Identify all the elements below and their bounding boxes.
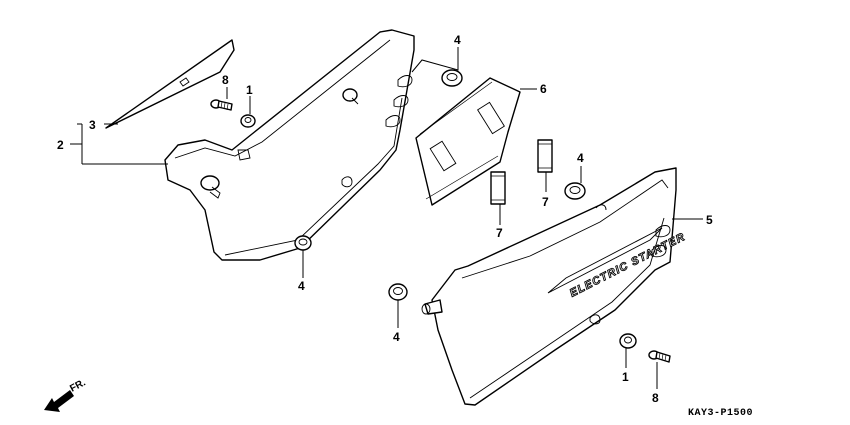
front-direction-label: FR. bbox=[68, 377, 88, 394]
callout-4-mid: 4 bbox=[577, 151, 584, 165]
callout-6: 6 bbox=[540, 82, 547, 96]
grommet-left-part bbox=[294, 235, 312, 251]
leader-lines bbox=[70, 47, 703, 389]
right-cover-front-pin bbox=[421, 299, 443, 315]
callout-4-top: 4 bbox=[454, 33, 461, 47]
diagram-code: KAY3-P1500 bbox=[688, 408, 753, 419]
callout-2: 2 bbox=[57, 138, 64, 152]
bolt-bottom-part bbox=[648, 350, 671, 363]
cover-sheet-part bbox=[415, 77, 521, 206]
callout-5: 5 bbox=[706, 213, 713, 227]
left-cover-rear-pin bbox=[342, 88, 359, 105]
grommet-lower-part bbox=[388, 283, 408, 301]
callout-8-top: 8 bbox=[222, 73, 229, 87]
collar-bottom-part bbox=[619, 333, 637, 349]
decal-strip-part bbox=[105, 39, 235, 129]
left-cover-front-pin bbox=[200, 175, 221, 199]
grommet-top-part bbox=[441, 69, 463, 87]
tape-right-part bbox=[537, 139, 553, 173]
collar-top-part bbox=[240, 114, 256, 128]
callout-4-left: 4 bbox=[298, 279, 305, 293]
tape-left-part bbox=[490, 171, 506, 205]
bolt-top-part bbox=[210, 99, 233, 111]
callout-3: 3 bbox=[89, 118, 96, 132]
callout-1-top: 1 bbox=[246, 83, 253, 97]
callout-8-bottom: 8 bbox=[652, 391, 659, 405]
grommet-mid-part bbox=[564, 182, 586, 200]
callout-7-right: 7 bbox=[542, 195, 549, 209]
left-side-cover-part bbox=[164, 29, 415, 261]
right-side-cover-part: ELECTRIC STARTER bbox=[421, 167, 688, 406]
callout-7-left: 7 bbox=[496, 226, 503, 240]
callout-4-lower: 4 bbox=[393, 330, 400, 344]
callout-1-bottom: 1 bbox=[622, 370, 629, 384]
front-direction-arrow: FR. bbox=[44, 377, 88, 412]
